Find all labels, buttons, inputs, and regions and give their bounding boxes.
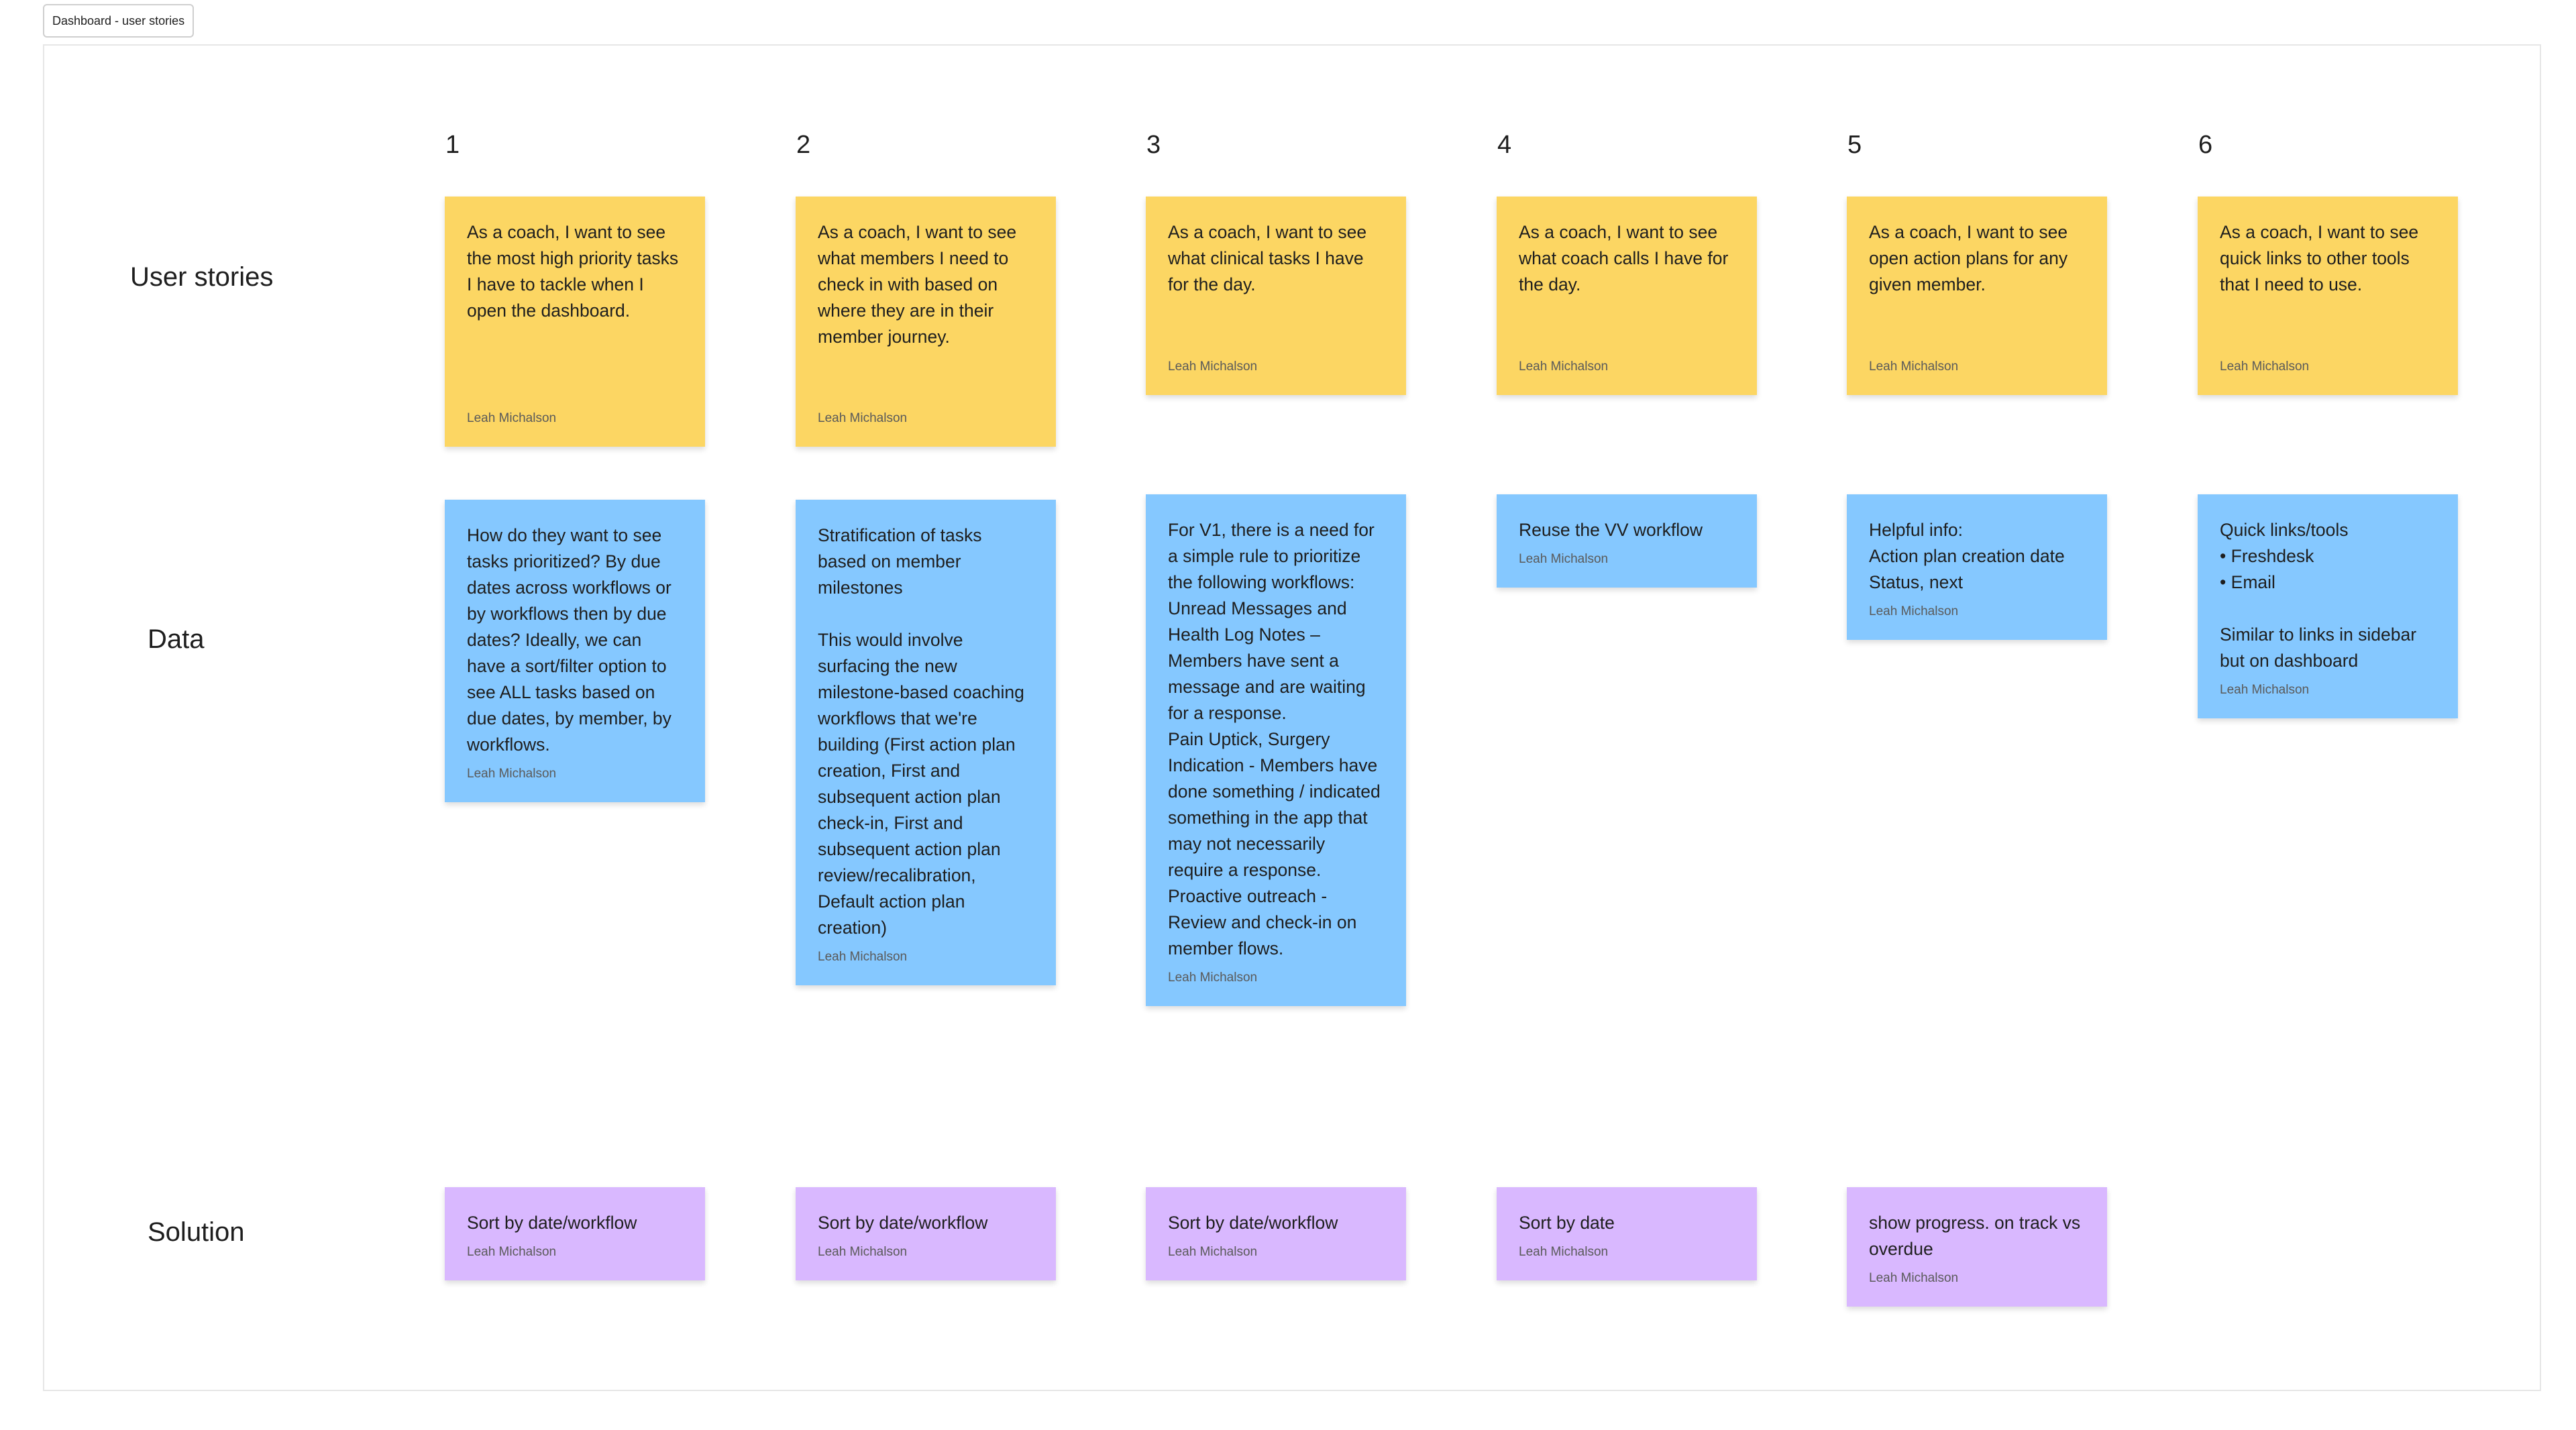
data-sticky-2[interactable]: Stratification of tasks based on member …	[796, 500, 1056, 985]
sticky-author: Leah Michalson	[1168, 1245, 1258, 1259]
column-number-2: 2	[796, 131, 811, 159]
solution-sticky-2[interactable]: Sort by date/workflow Leah Michalson	[796, 1187, 1056, 1280]
sticky-text: Stratification of tasks based on member …	[818, 525, 1024, 938]
sticky-author: Leah Michalson	[2220, 360, 2310, 374]
sticky-author: Leah Michalson	[818, 411, 908, 425]
column-number-5: 5	[1847, 131, 1862, 159]
sticky-text: Sort by date/workflow	[1168, 1213, 1338, 1233]
row-label-data: Data	[148, 624, 205, 654]
user-story-sticky-3[interactable]: As a coach, I want to see what clinical …	[1146, 197, 1406, 395]
data-sticky-5[interactable]: Helpful info: Action plan creation date …	[1847, 494, 2107, 640]
row-label-user-stories: User stories	[130, 262, 274, 292]
sticky-author: Leah Michalson	[2220, 683, 2310, 697]
sticky-text: As a coach, I want to see open action pl…	[1869, 222, 2068, 294]
sticky-author: Leah Michalson	[1519, 552, 1609, 566]
sticky-author: Leah Michalson	[1869, 604, 1959, 618]
sticky-author: Leah Michalson	[467, 767, 557, 781]
sticky-text: Reuse the VV workflow	[1519, 520, 1703, 540]
sticky-author: Leah Michalson	[1519, 360, 1609, 374]
user-story-sticky-4[interactable]: As a coach, I want to see what coach cal…	[1497, 197, 1757, 395]
solution-sticky-4[interactable]: Sort by date Leah Michalson	[1497, 1187, 1757, 1280]
user-story-sticky-6[interactable]: As a coach, I want to see quick links to…	[2198, 197, 2458, 395]
sticky-text: Quick links/tools • Freshdesk • Email Si…	[2220, 520, 2417, 671]
sticky-text: Sort by date/workflow	[467, 1213, 637, 1233]
sticky-text: As a coach, I want to see what coach cal…	[1519, 222, 1729, 294]
sticky-text: Helpful info: Action plan creation date …	[1869, 520, 2065, 592]
data-sticky-1[interactable]: How do they want to see tasks prioritize…	[445, 500, 705, 802]
sticky-author: Leah Michalson	[818, 950, 908, 964]
sticky-author: Leah Michalson	[1519, 1245, 1609, 1259]
user-story-sticky-1[interactable]: As a coach, I want to see the most high …	[445, 197, 705, 447]
solution-sticky-1[interactable]: Sort by date/workflow Leah Michalson	[445, 1187, 705, 1280]
sticky-author: Leah Michalson	[1168, 971, 1258, 985]
sticky-text: How do they want to see tasks prioritize…	[467, 525, 672, 755]
sticky-author: Leah Michalson	[1869, 1271, 1959, 1285]
solution-sticky-5[interactable]: show progress. on track vs overdue Leah …	[1847, 1187, 2107, 1307]
sticky-text: As a coach, I want to see what clinical …	[1168, 222, 1367, 294]
column-number-6: 6	[2198, 131, 2213, 159]
sticky-text: Sort by date	[1519, 1213, 1615, 1233]
row-label-solution: Solution	[148, 1217, 245, 1247]
sticky-text: show progress. on track vs overdue	[1869, 1213, 2081, 1259]
data-sticky-3[interactable]: For V1, there is a need for a simple rul…	[1146, 494, 1406, 1006]
data-sticky-4[interactable]: Reuse the VV workflow Leah Michalson	[1497, 494, 1757, 588]
frame-title-label[interactable]: Dashboard - user stories	[43, 4, 195, 38]
data-sticky-6[interactable]: Quick links/tools • Freshdesk • Email Si…	[2198, 494, 2458, 718]
sticky-author: Leah Michalson	[467, 1245, 557, 1259]
sticky-author: Leah Michalson	[818, 1245, 908, 1259]
column-number-3: 3	[1146, 131, 1161, 159]
user-story-sticky-2[interactable]: As a coach, I want to see what members I…	[796, 197, 1056, 447]
sticky-text: For V1, there is a need for a simple rul…	[1168, 520, 1381, 958]
sticky-text: As a coach, I want to see the most high …	[467, 222, 679, 321]
sticky-text: As a coach, I want to see what members I…	[818, 222, 1017, 347]
sticky-author: Leah Michalson	[1168, 360, 1258, 374]
column-number-4: 4	[1497, 131, 1512, 159]
column-number-1: 1	[445, 131, 460, 159]
sticky-author: Leah Michalson	[467, 411, 557, 425]
user-story-sticky-5[interactable]: As a coach, I want to see open action pl…	[1847, 197, 2107, 395]
solution-sticky-3[interactable]: Sort by date/workflow Leah Michalson	[1146, 1187, 1406, 1280]
sticky-text: Sort by date/workflow	[818, 1213, 988, 1233]
sticky-author: Leah Michalson	[1869, 360, 1959, 374]
sticky-text: As a coach, I want to see quick links to…	[2220, 222, 2419, 294]
